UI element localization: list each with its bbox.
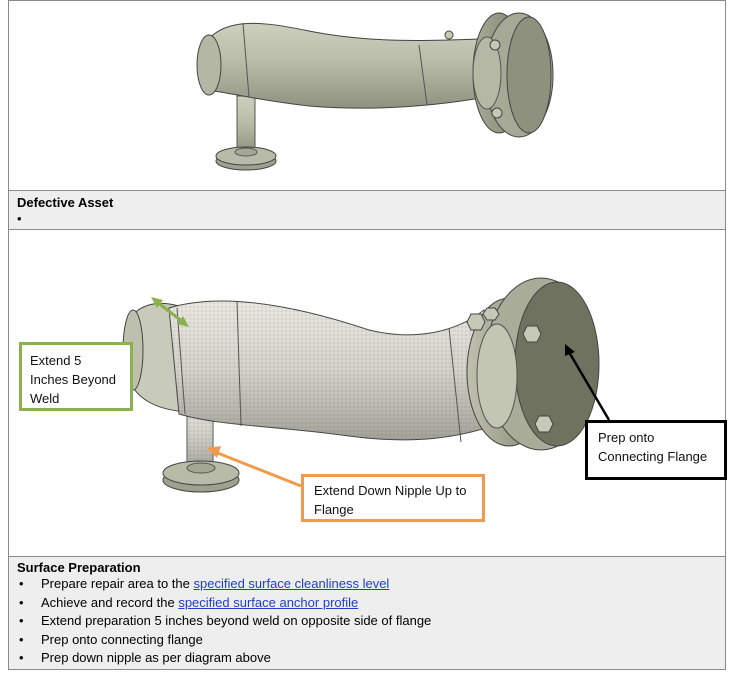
callout-extend-nipple: Extend Down Nipple Up to Flange (301, 474, 485, 522)
list-item: • Achieve and record the specified surfa… (19, 594, 359, 610)
surface-preparation-section: Surface Preparation • Prepare repair are… (8, 556, 726, 670)
defective-asset-image-cell (8, 0, 726, 191)
defective-pipe-illustration (196, 12, 554, 171)
annotated-diagram-cell: Extend 5 Inches Beyond Weld Extend Down … (8, 229, 727, 557)
surface-preparation-heading: Surface Preparation (17, 560, 141, 575)
callout-prep-flange: Prep onto Connecting Flange (585, 420, 727, 480)
surface-preparation-list: • Prepare repair area to the specified s… (9, 575, 725, 668)
annotated-pipe-illustration (122, 277, 611, 493)
surface-anchor-profile-link[interactable]: specified surface anchor profile (178, 594, 359, 610)
surface-cleanliness-link[interactable]: specified surface cleanliness level (193, 576, 390, 591)
list-item: • Extend preparation 5 inches beyond wel… (19, 613, 432, 628)
list-item: • Prep onto connecting flange (19, 631, 203, 647)
list-item: • Prep down nipple as per diagram above (19, 650, 271, 665)
defective-asset-heading: Defective Asset (17, 195, 114, 210)
callout-extend-weld: Extend 5 Inches Beyond Weld (19, 342, 133, 411)
list-item: • Prepare repair area to the specified s… (19, 576, 390, 591)
defective-asset-section: Defective Asset • (8, 190, 726, 230)
empty-bullet: • (17, 211, 22, 226)
